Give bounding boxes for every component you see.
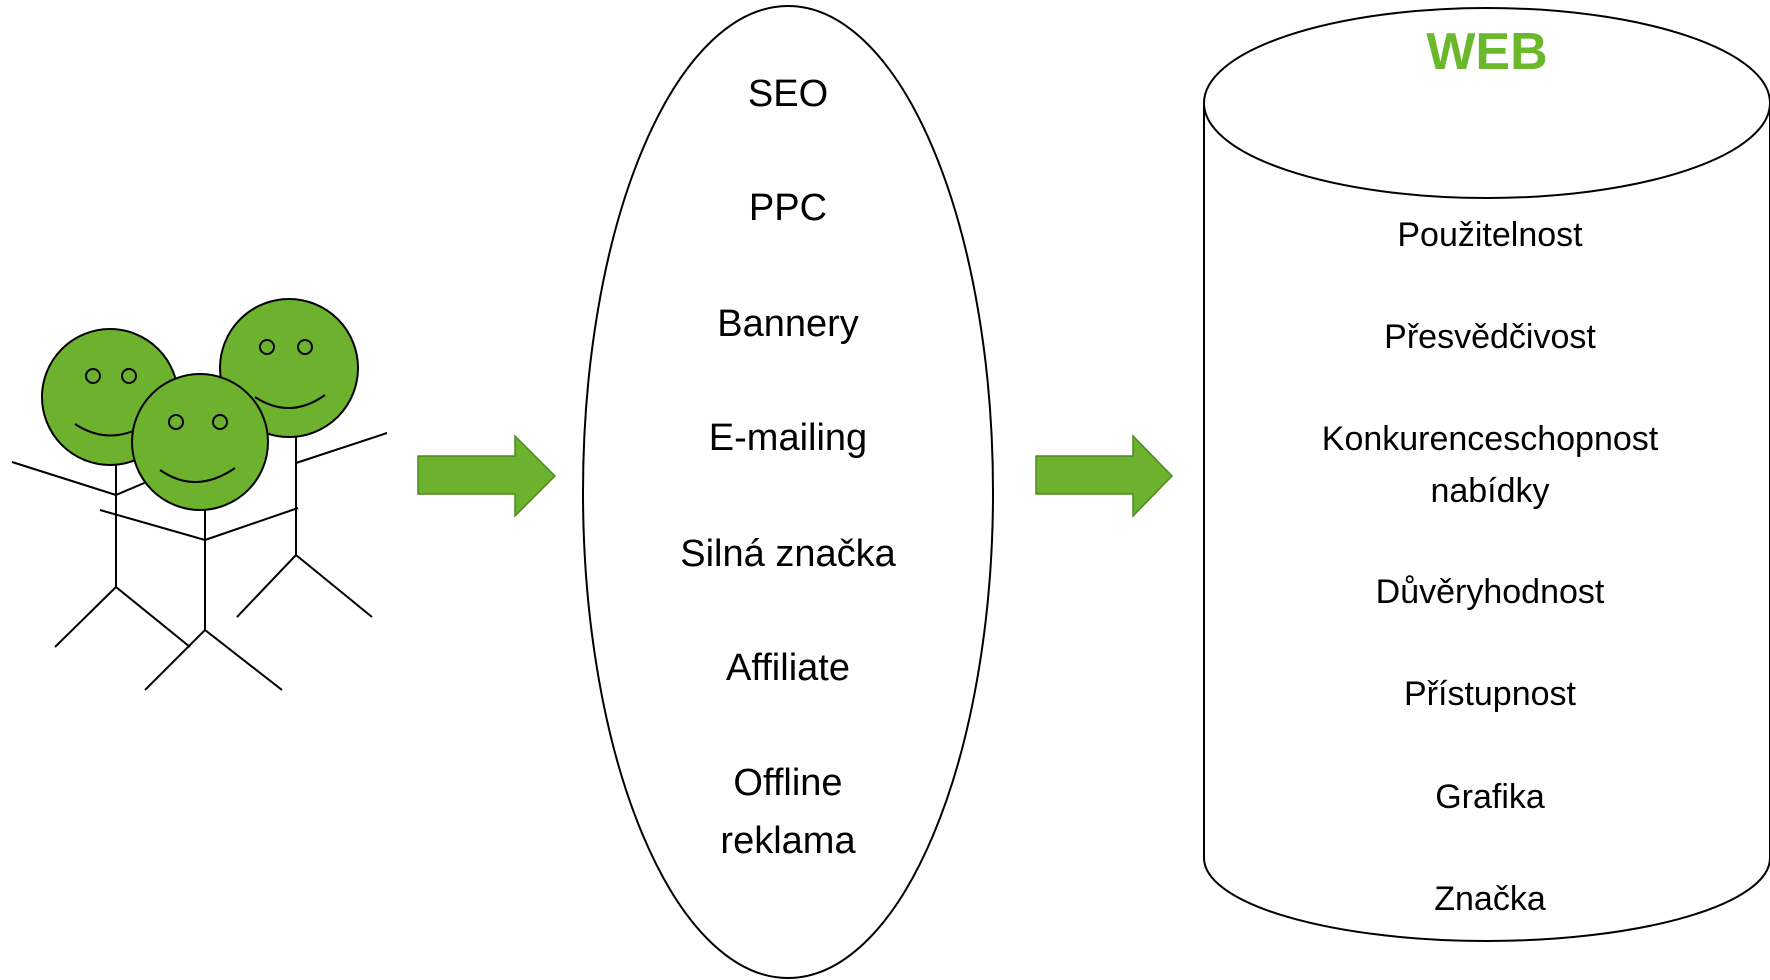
web-item: Grafika: [1435, 778, 1545, 816]
channel-item: SEO: [747, 73, 829, 115]
channels-ellipse: [582, 5, 994, 979]
arrow-right-icon: [1035, 434, 1174, 518]
smiley-face-icon: [131, 373, 269, 511]
web-item: Značka: [1434, 880, 1546, 918]
channel-item: Offline reklama: [720, 762, 856, 862]
channel-item: Bannery: [717, 303, 859, 345]
channel-item: Silná značka: [680, 533, 896, 575]
web-item: Konkurenceschopnost nabídky: [1321, 420, 1659, 510]
people-group: [11, 298, 388, 691]
channel-item: Affiliate: [726, 647, 850, 689]
web-item: Přesvědčivost: [1384, 318, 1596, 356]
channel-item: E-mailing: [708, 417, 868, 459]
web-item: Použitelnost: [1397, 216, 1583, 254]
arrow-right-icon: [417, 434, 557, 518]
web-item: Přístupnost: [1404, 675, 1576, 713]
channel-item: PPC: [748, 187, 828, 229]
web-title: WEB: [1426, 23, 1548, 81]
person-middle: [99, 373, 299, 691]
web-item: Důvěryhodnost: [1375, 573, 1605, 611]
web-cylinder: [1203, 7, 1770, 942]
